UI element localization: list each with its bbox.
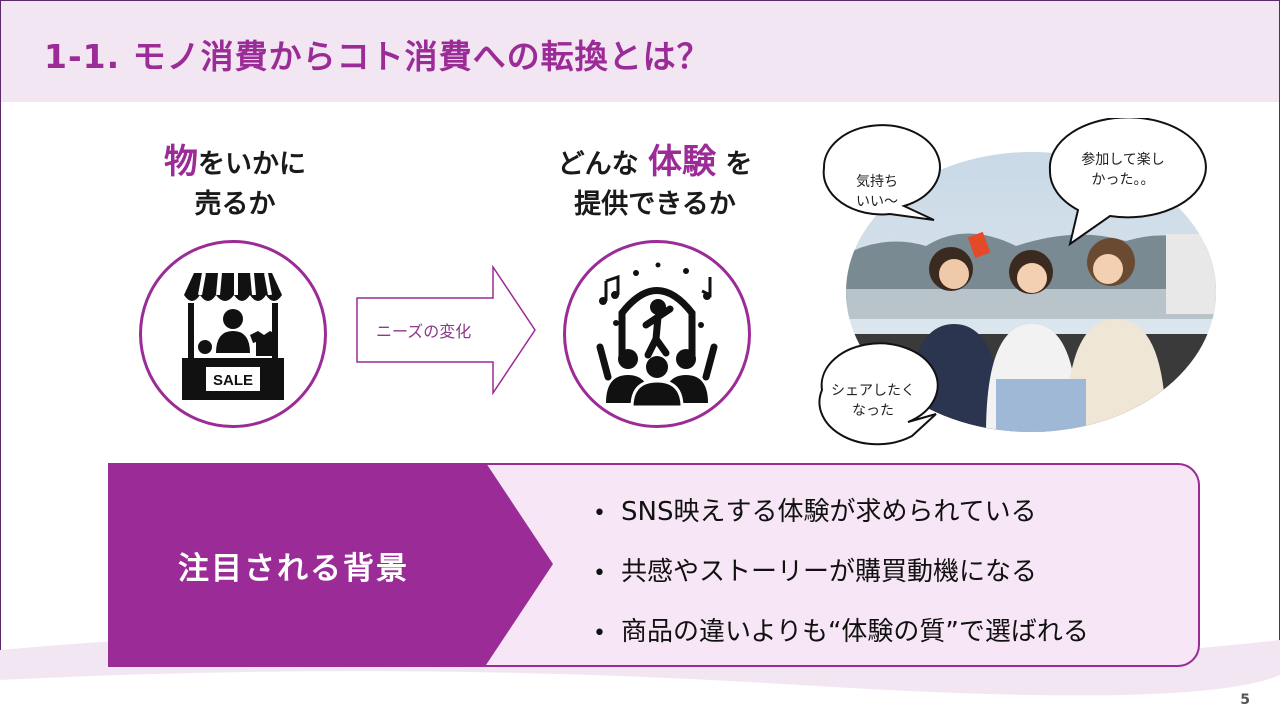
bubble-fun-text: 参加して楽し かった。。 (1081, 152, 1165, 188)
arrow-label: ニーズの変化 (376, 322, 472, 341)
reason-item: SNS映えする体験が求められている (593, 483, 1089, 543)
experience-caption: どんな 体験 を 提供できるか (535, 142, 775, 225)
goods-highlight: 物 (164, 142, 198, 182)
panel-label: 注目される背景 (178, 551, 409, 587)
shop-stall-circle: SALE (139, 240, 327, 428)
goods-caption-line1: をいかに (198, 149, 306, 180)
goods-caption: 物をいかに 売るか (140, 142, 330, 225)
header-band (1, 1, 1279, 102)
sale-sign-text: SALE (213, 372, 253, 389)
speech-bubbles (818, 118, 1207, 446)
shop-stall-icon: SALE (182, 272, 284, 400)
background-panel: 注目される背景 SNS映えする体験が求められている 共感やストーリーが購買動機に… (108, 463, 1200, 667)
experience-caption-pre: どんな (557, 149, 639, 180)
change-arrow (356, 265, 536, 395)
panel-chevron (108, 463, 553, 665)
speech-bubble-feel-good (822, 124, 941, 221)
page-number: 5 (1240, 692, 1250, 708)
concert-icon (596, 262, 718, 409)
goods-caption-line2: 売るか (194, 189, 276, 220)
experience-caption-line2: 提供できるか (574, 189, 736, 220)
slide-title: 1-1. モノ消費からコト消費への転換とは？ (44, 37, 711, 76)
speech-bubble-share (818, 342, 939, 446)
speech-bubble-fun (1048, 118, 1207, 247)
bubble-share-text: シェアしたく なった (831, 383, 915, 419)
reason-item: 共感やストーリーが購買動機になる (593, 543, 1089, 603)
experience-circle (563, 240, 751, 428)
bubble-feel-good-text: 気持ち いい〜 (856, 174, 898, 210)
experience-caption-post: を (725, 149, 753, 180)
reason-list: SNS映えする体験が求められている 共感やストーリーが購買動機になる 商品の違い… (593, 483, 1089, 663)
experience-highlight: 体験 (648, 142, 716, 182)
reason-item: 商品の違いよりも“体験の質”で選ばれる (593, 603, 1089, 663)
